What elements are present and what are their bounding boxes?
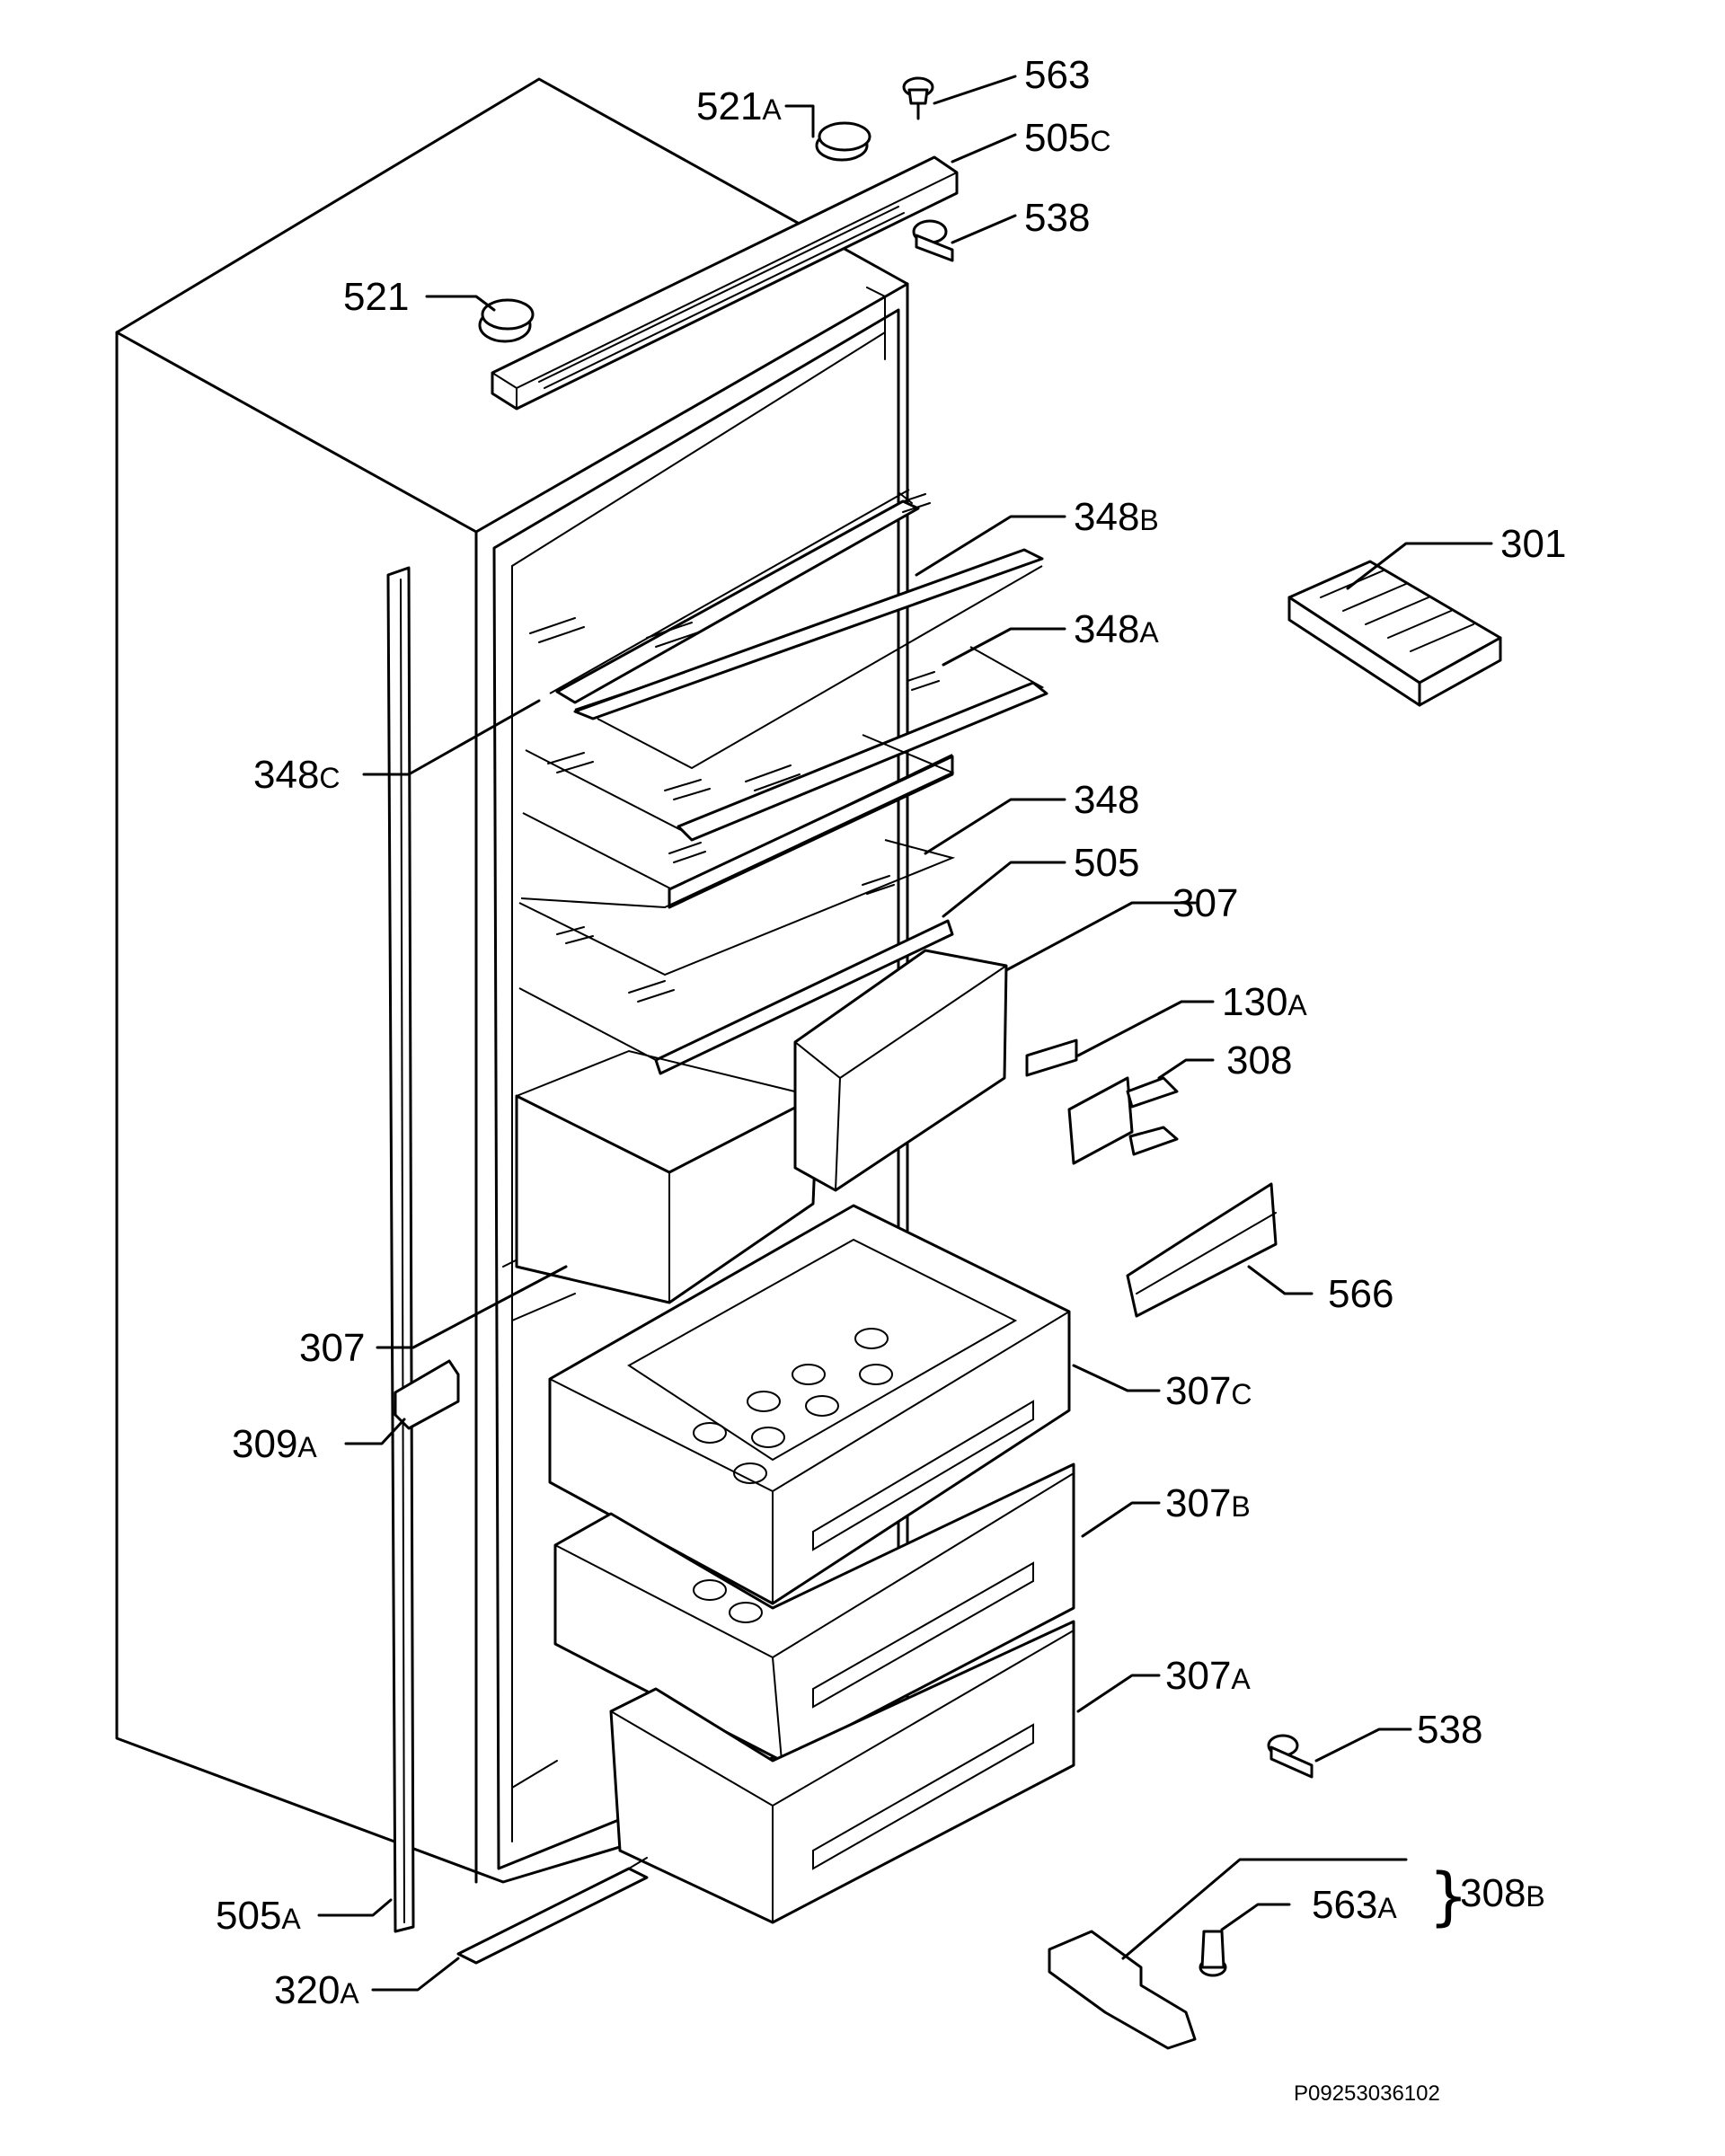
label-307b: 307B — [1165, 1481, 1251, 1525]
door-bin-307-left — [515, 1049, 819, 1304]
door-stop-309a — [394, 1359, 460, 1430]
glass-shelf-with-trim-505 — [518, 839, 956, 1075]
label-538-bottom: 538 — [1417, 1708, 1482, 1752]
label-307a: 307A — [1165, 1654, 1251, 1698]
door-bin-307-right — [793, 949, 1008, 1192]
label-307c: 307C — [1165, 1369, 1252, 1413]
drawer-307b — [553, 1462, 1075, 1763]
hinge-pin-538-top — [912, 219, 954, 262]
flap-566 — [1126, 1182, 1278, 1318]
label-307-top: 307 — [1172, 881, 1238, 925]
label-348c: 348C — [253, 753, 341, 797]
shelf-348a — [525, 646, 1048, 842]
label-538-top: 538 — [1024, 196, 1090, 240]
cap-521a — [815, 121, 871, 162]
clip-130a — [1025, 1038, 1078, 1077]
screw-563 — [902, 76, 934, 120]
label-348a: 348A — [1074, 607, 1159, 651]
shelf-348 — [520, 734, 955, 909]
label-130a: 130A — [1222, 980, 1307, 1024]
label-563: 563 — [1024, 53, 1090, 97]
label-566: 566 — [1328, 1272, 1393, 1316]
bottom-hinge-308b — [1048, 1930, 1197, 2050]
drawing-reference: P09253036102 — [1294, 2081, 1440, 2106]
label-308b: 308B — [1460, 1871, 1545, 1915]
label-308: 308 — [1226, 1038, 1292, 1082]
label-521a: 521A — [696, 84, 782, 128]
label-521: 521 — [343, 275, 409, 319]
shelf-348b — [549, 489, 1044, 770]
drawer-307a — [609, 1620, 1075, 1924]
middle-hinge-308 — [1067, 1076, 1179, 1165]
label-307-left: 307 — [299, 1326, 365, 1370]
label-505a: 505A — [216, 1894, 301, 1938]
label-301: 301 — [1500, 522, 1566, 566]
door-seal-505a — [386, 566, 415, 1933]
cover-strip-320a — [456, 1857, 649, 1965]
pin-563a — [1199, 1930, 1227, 1977]
label-320a: 320A — [274, 1968, 359, 2012]
hinge-pin-538-bottom — [1267, 1734, 1314, 1779]
part-labels: 563 521A 505C 538 521 348B 301 348A 348C… — [216, 53, 1566, 2106]
label-348b: 348B — [1074, 495, 1159, 539]
label-309a: 309A — [232, 1422, 317, 1466]
leader-lines — [317, 75, 1493, 1992]
brace-308b: } — [1429, 1860, 1469, 1933]
label-505c: 505C — [1024, 116, 1111, 160]
ice-tray-301 — [1287, 560, 1502, 707]
glass-streaks — [529, 493, 940, 1003]
label-563a: 563A — [1312, 1883, 1397, 1927]
top-hinge-rail-505c — [491, 155, 959, 411]
label-505: 505 — [1074, 841, 1139, 885]
label-348: 348 — [1074, 778, 1139, 822]
drawer-307c — [548, 1204, 1071, 1605]
cap-521 — [478, 298, 535, 343]
